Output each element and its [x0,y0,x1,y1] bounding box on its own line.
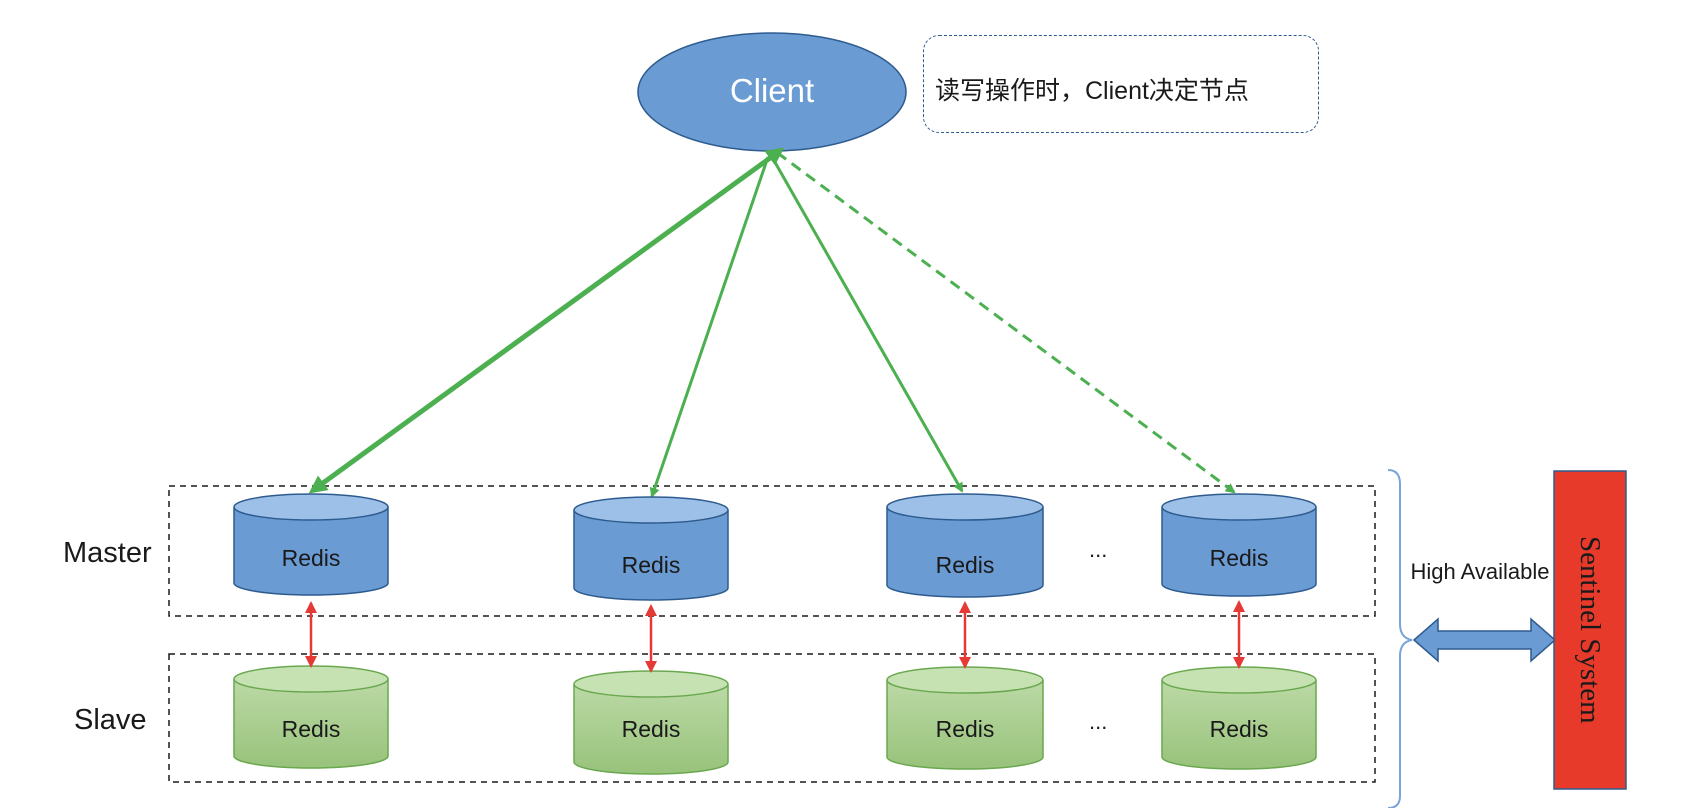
sentinel-system-box [1553,470,1627,790]
master-ellipsis: ... [1089,537,1108,562]
master-row-container [168,485,1376,617]
master-redis-label: Redis [621,552,681,578]
master-redis-1 [233,493,389,596]
slave-redis-label: Redis [1209,716,1269,742]
slave-row-container [168,653,1376,783]
high-available-arrow [1412,617,1557,663]
slave-redis-3 [886,666,1044,770]
note-text: 读写操作时，Client决定节点 [935,77,1249,105]
slave-redis-4 [1161,666,1317,770]
master-redis-3 [886,493,1044,598]
slave-ellipsis: ... [1089,709,1108,734]
master-redis-label: Redis [281,545,341,571]
slave-redis-label: Redis [621,716,681,742]
master-redis-label: Redis [1209,545,1269,571]
sentinel-system-label: Sentinel System [1574,536,1606,724]
client-link-master-4 [778,152,1236,494]
master-redis-4 [1161,493,1317,597]
master-redis-label: Redis [935,552,995,578]
slave-row-label: Slave [74,704,147,736]
client-link-master-1 [308,147,785,494]
slave-redis-label: Redis [281,716,341,742]
slave-redis-label: Redis [935,716,995,742]
client-label: Client [729,72,815,109]
client-link-master-2 [649,156,770,498]
cluster-bracket [1387,469,1413,808]
note-box [923,35,1319,133]
high-available-label: High Available [1410,559,1550,584]
master-redis-2 [573,496,729,601]
slave-redis-1 [233,665,389,769]
client-link-master-3 [770,156,964,493]
slave-redis-2 [573,670,729,775]
master-row-label: Master [63,537,152,569]
